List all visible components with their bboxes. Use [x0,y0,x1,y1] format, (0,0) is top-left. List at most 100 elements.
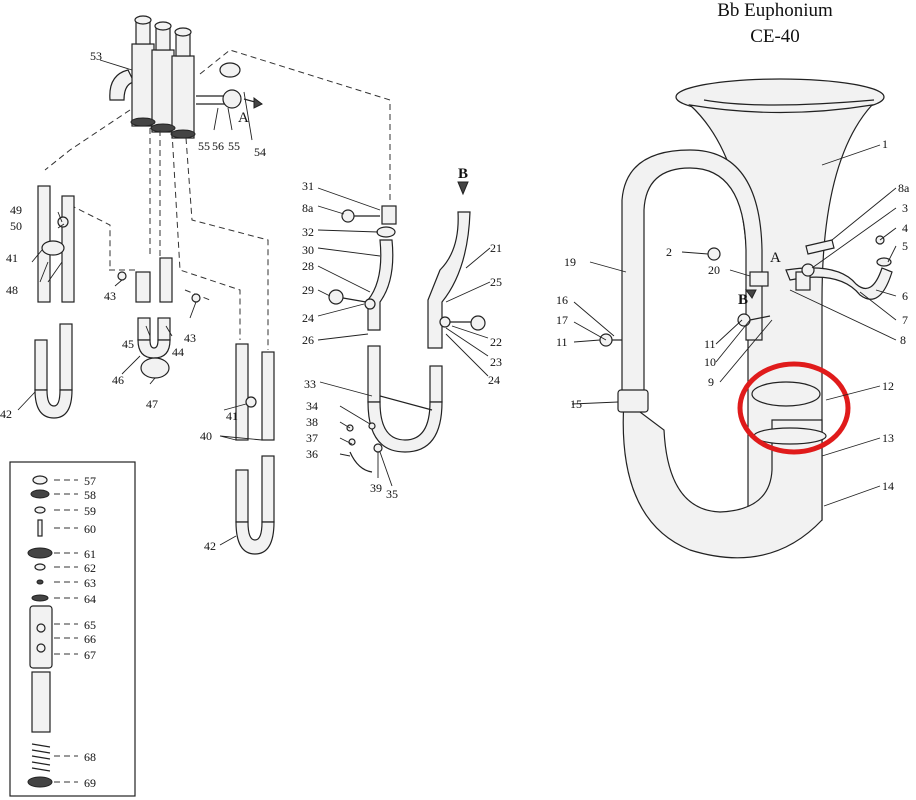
highlight-marker [737,361,851,455]
label-24b: 24 [488,373,500,387]
middle-crook-assembly [117,257,201,379]
u-bend-33 [367,345,443,453]
label-15: 15 [570,397,582,411]
valve-piston [29,605,53,669]
label-38: 38 [306,415,318,429]
valve-stem-2 [155,27,171,51]
label-55b: 55 [228,139,240,153]
label-53: 53 [90,49,102,63]
label-61: 61 [84,547,96,561]
valve-ring-1 [130,117,156,127]
label-6: 6 [902,289,908,303]
label-48: 48 [6,283,18,297]
marker-a-valve: A [238,110,249,126]
part-53-crook [109,69,135,101]
label-68: 68 [84,750,96,764]
crook-left-leg-a [34,339,48,391]
valve-casing-2 [151,49,175,133]
label-49: 49 [10,203,22,217]
label-66: 66 [84,632,96,646]
valve-casing-1 [131,43,155,127]
label-20: 20 [708,263,720,277]
highlight-circle [737,361,851,455]
valve-cap-2 [154,21,172,31]
label-41a: 41 [6,251,18,265]
valve-parts-box [9,461,136,797]
label-11b: 11 [704,337,716,351]
part-2-knob [707,247,721,261]
part-31 [381,205,397,225]
valve-cap-1 [134,15,152,25]
label-31: 31 [302,179,314,193]
label-13: 13 [882,431,894,445]
label-57: 57 [84,474,96,488]
crook-left-leg-b [59,323,73,391]
part-56-cap [222,89,242,109]
part-7-tube [785,267,893,300]
valve-stem-1 [135,21,151,45]
part-20-ferrule [749,271,769,287]
label-42b: 42 [204,539,216,553]
part-12-ferrule [751,381,821,407]
valve-ring-3 [170,129,196,139]
label-59: 59 [84,504,96,518]
part-3-screw [801,263,815,277]
label-65: 65 [84,618,96,632]
part-5-cap [876,257,892,267]
label-8a-right: 8a [898,181,910,195]
part-8a-key [805,239,835,255]
label-36: 36 [306,447,318,461]
label-67: 67 [84,648,96,662]
label-29: 29 [302,283,314,297]
valve-spring [31,743,51,772]
label-21: 21 [490,241,502,255]
label-12: 12 [882,379,894,393]
label-30: 30 [302,243,314,257]
valve-casing-3 [171,55,195,139]
label-69: 69 [84,776,96,790]
label-4: 4 [902,221,908,235]
part-43-left [117,271,127,281]
label-60: 60 [84,522,96,536]
part-14-bow [622,398,823,559]
label-42a: 42 [0,407,12,421]
label-10: 10 [704,355,716,369]
part-11-knob-b [737,313,751,327]
label-2: 2 [666,245,672,259]
label-34: 34 [306,399,318,413]
marker-b-body: B [738,292,748,308]
part-19-branch [621,149,763,401]
part-13-ring [753,427,827,445]
valve-cap-3 [174,27,192,37]
label-40: 40 [200,429,212,443]
label-62: 62 [84,561,96,575]
label-58: 58 [84,488,96,502]
label-63: 63 [84,576,96,590]
tube-30-assembly [328,205,397,331]
label-9: 9 [708,375,714,389]
label-7: 7 [902,313,908,327]
part-15-ring [617,389,649,413]
part-8a-knob [341,209,355,223]
label-3: 3 [902,201,908,215]
euphonium-body: A B [599,78,893,559]
part-43-right [191,293,201,303]
label-55a: 55 [198,139,210,153]
label-17: 17 [556,313,568,327]
part-29-knob [328,289,344,305]
label-22: 22 [490,335,502,349]
left-slide-upper [37,185,75,303]
tube-30 [367,239,394,331]
tube-21-assembly: B [427,166,486,349]
label-8: 8 [900,333,906,347]
label-56: 56 [212,139,224,153]
label-32: 32 [302,225,314,239]
part-47-ring [140,357,170,379]
part-56-stub [196,95,226,105]
label-43b: 43 [184,331,196,345]
label-39: 39 [370,481,382,495]
label-47: 47 [146,397,158,411]
valve-stem-3 [175,33,191,57]
